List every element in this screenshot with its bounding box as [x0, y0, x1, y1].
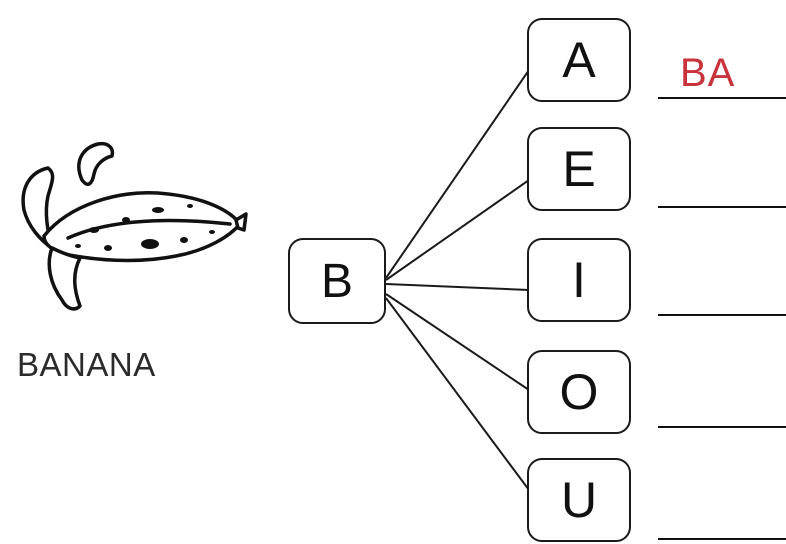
- vowel-box-u: U: [527, 458, 631, 542]
- answer-row[interactable]: [658, 372, 786, 428]
- answer-line: [658, 97, 786, 99]
- vowel-box-o: O: [527, 350, 631, 434]
- answer-row[interactable]: BA: [658, 43, 786, 99]
- connector-line: [385, 69, 530, 279]
- answer-line: [658, 314, 786, 316]
- connector-line: [385, 297, 530, 491]
- consonant-box: B: [288, 238, 386, 324]
- vowel-box-i: I: [527, 238, 631, 322]
- answer-line: [658, 426, 786, 428]
- syllable-answer: BA: [680, 51, 736, 95]
- answer-row[interactable]: [658, 484, 786, 540]
- connector-line: [385, 283, 530, 291]
- answer-row[interactable]: [658, 152, 786, 208]
- answer-line: [658, 538, 786, 540]
- banana-icon: [21, 141, 248, 311]
- answer-line: [658, 206, 786, 208]
- connector-line: [385, 293, 530, 391]
- vowel-box-e: E: [527, 127, 631, 211]
- answer-row[interactable]: [658, 260, 786, 316]
- word-label: BANANA: [17, 346, 156, 383]
- connector-line: [385, 179, 530, 281]
- vowel-box-a: A: [527, 18, 631, 102]
